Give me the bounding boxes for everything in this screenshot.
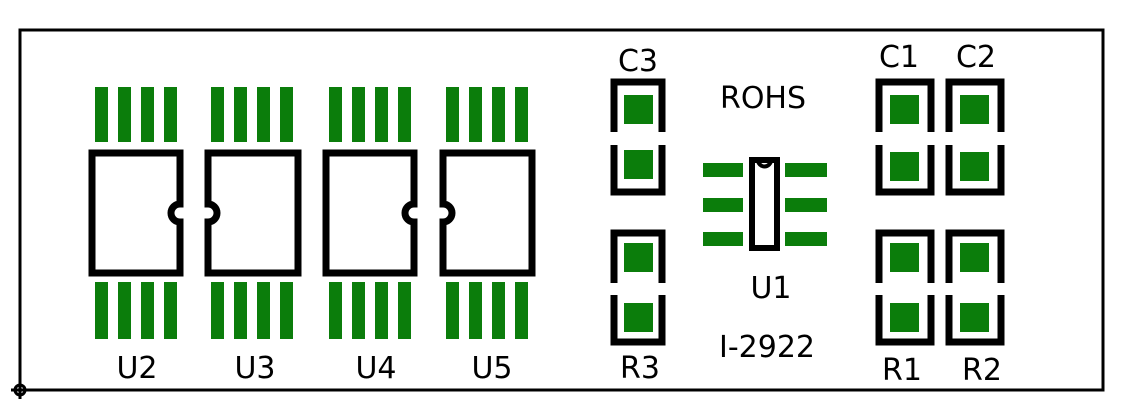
r2-footprint	[945, 229, 1005, 346]
c2-footprint	[945, 78, 1005, 196]
u1-body-outline	[749, 157, 780, 251]
r1-footprint	[875, 229, 935, 346]
u1-pin1-notch	[756, 159, 773, 169]
label-c1: C1	[879, 40, 919, 75]
ic-footprint-u3	[204, 87, 302, 339]
label-c3: C3	[618, 44, 658, 79]
label-r1: R1	[882, 353, 922, 388]
u2-body-outline	[88, 149, 184, 277]
c3-footprint	[610, 78, 666, 196]
u2-top-pads	[95, 87, 177, 142]
u5-top-pads	[446, 87, 528, 142]
u4-bottom-pads	[329, 282, 411, 339]
u4-top-pads	[329, 87, 411, 142]
label-u2: U2	[116, 351, 157, 386]
label-rohs: ROHS	[720, 81, 806, 116]
ic-footprint-u4	[322, 87, 418, 339]
label-r2: R2	[962, 353, 1002, 388]
label-u1: U1	[750, 271, 791, 306]
u5-bottom-pads	[446, 282, 528, 339]
label-c2: C2	[956, 40, 996, 75]
u1-footprint	[703, 157, 827, 251]
ic-footprint-u2	[88, 87, 184, 339]
board-outline	[18, 28, 1105, 392]
u3-body-outline	[204, 149, 302, 277]
label-u5: U5	[471, 351, 512, 386]
u3-top-pads	[211, 87, 293, 142]
u2-bottom-pads	[95, 282, 177, 339]
label-part-number: I-2922	[719, 330, 815, 365]
label-u3: U3	[234, 351, 275, 386]
u1-pads	[703, 163, 827, 246]
label-u4: U4	[355, 351, 396, 386]
label-r3: R3	[620, 351, 660, 386]
ic-footprint-u5	[439, 87, 536, 339]
u5-body-outline	[439, 149, 536, 277]
u3-bottom-pads	[211, 282, 293, 339]
c1-footprint	[875, 78, 935, 196]
r3-footprint	[610, 229, 666, 346]
u4-body-outline	[322, 149, 418, 277]
origin-marker-icon	[11, 381, 29, 399]
